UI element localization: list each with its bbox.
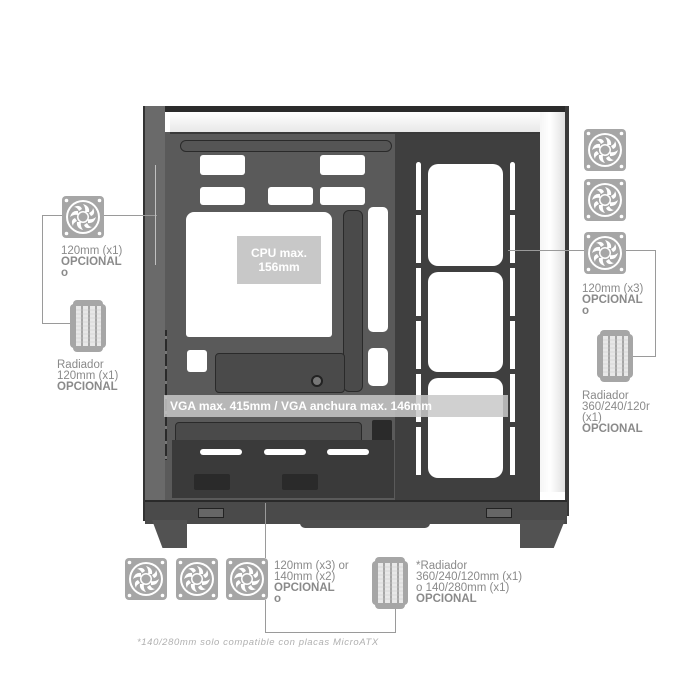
radiator-icon [372,557,408,609]
bottom-fan-callout: 120mm (x3) or 140mm (x2) OPCIONAL o [274,560,349,605]
connector-line [42,215,43,323]
left-radiator-size: 120mm (x1) [57,370,119,382]
top-cutout [320,155,365,175]
right-fan-callout: 120mm (x3) OPCIONAL o [582,283,644,317]
bottom-fan-status: OPCIONAL [274,582,335,594]
connector-line [395,608,396,633]
psu-cutout [327,449,369,455]
right-fan-connector: o [582,305,590,317]
right-radiator-qty: (x1) [582,412,602,424]
case-foot-right [520,520,565,548]
connector-line [633,356,656,357]
footnote: *140/280mm solo compatible con placas Mi… [137,637,379,648]
right-radiator-size: 360/240/120r [582,401,650,413]
fan-rail-slot [510,162,515,477]
fan-icon [62,196,104,238]
bottom-fan-size2: 140mm (x2) [274,571,336,583]
psu-opening [194,474,230,490]
radiator-icon [70,300,106,352]
left-radiator-title: Radiador [57,359,104,371]
small-cutout [187,350,207,372]
rear-panel-plate [215,353,345,393]
vertical-slot [368,348,388,386]
left-fan-connector: o [61,267,69,279]
right-radiator-title: Radiador [582,390,629,402]
vga-clearance-label: VGA max. 415mm / VGA anchura max. 146mm [164,395,508,417]
case-top [143,106,569,112]
top-rail [180,140,392,152]
fan-icon [584,129,626,171]
connector-line [265,632,396,633]
lower-bay [372,420,392,442]
case-right-glass [540,112,567,492]
bottom-radiator-title: *Radiador [416,560,468,572]
radiator-icon [597,330,633,382]
left-fan-callout: 120mm (x1) OPCIONAL o [61,245,123,279]
fan-icon [176,558,218,600]
left-radiator-callout: Radiador 120mm (x1) OPCIONAL [57,359,119,393]
cpu-label-line2: 156mm [258,260,300,274]
bottom-radiator-status: OPCIONAL [416,593,477,605]
bottom-radiator-size1: 360/240/120mm (x1) [416,571,523,583]
top-cutout [200,187,245,205]
case-top-glass [170,112,550,134]
connector-line [265,600,266,632]
top-cutout [268,187,313,205]
left-fan-status: OPCIONAL [61,256,122,268]
right-fan-status: OPCIONAL [582,294,643,306]
bottom-fan-connector: o [274,593,282,605]
psu-cutout [200,449,242,455]
connector-line [626,250,656,251]
bottom-vent-left [198,508,224,518]
fan-window-mid [428,272,503,372]
right-radiator-status: OPCIONAL [582,423,643,435]
connector-line [655,250,656,356]
bottom-fan-size1: 120mm (x3) or [274,560,349,572]
case-foot-left [152,520,187,548]
left-fan-size: 120mm (x1) [61,245,123,257]
connector-line [508,250,584,251]
cpu-clearance-label: CPU max. 156mm [237,236,321,284]
connector-line [104,215,157,216]
bottom-radiator-callout: *Radiador 360/240/120mm (x1) o 140/280mm… [416,560,523,605]
fan-icon [226,558,268,600]
fan-window-bottom [428,378,503,478]
connector-line [42,323,70,324]
fan-icon [584,232,626,274]
fan-rail-slot [416,162,421,477]
psu-opening [282,474,318,490]
case-right-edge [565,106,569,516]
connector-line [42,215,62,216]
top-cutout [320,187,365,205]
fan-icon [584,179,626,221]
bottom-radiator-size2: o 140/280mm (x1) [416,582,510,594]
case-foot-mid [300,520,430,528]
bottom-vent-right [486,508,512,518]
screw-hole [311,375,323,387]
right-radiator-callout: Radiador 360/240/120r (x1) OPCIONAL [582,390,650,435]
right-fan-size: 120mm (x3) [582,283,644,295]
cpu-label-line1: CPU max. [250,246,308,260]
connector-line [155,165,156,265]
grommet-strip [343,210,363,392]
psu-cutout [264,449,306,455]
connector-line [265,503,266,558]
top-cutout [200,155,245,175]
case-left-panel [143,106,165,521]
fan-icon [125,558,167,600]
left-radiator-status: OPCIONAL [57,381,118,393]
fan-window-top [428,164,503,266]
vertical-slot [368,207,388,332]
